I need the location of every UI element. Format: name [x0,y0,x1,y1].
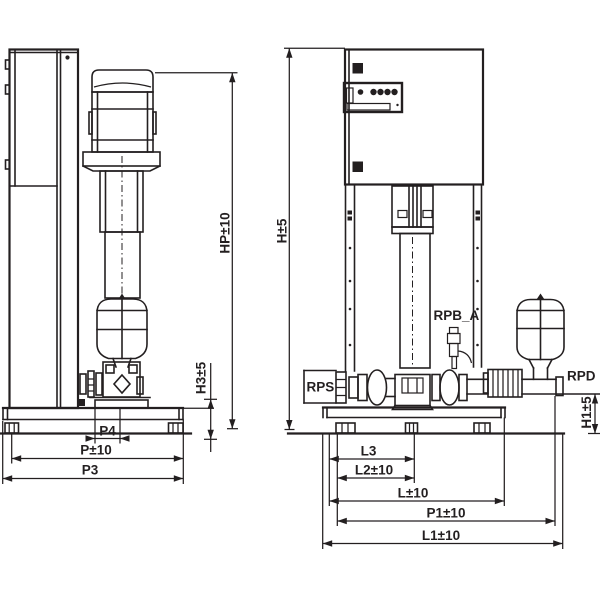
hinge [352,161,363,172]
button [391,88,398,96]
control-display-panel [342,81,404,114]
flange [458,373,468,402]
pump-column-front [399,232,431,369]
pump-front [391,185,434,369]
lock-knob [65,55,70,60]
right-view: RPS RPB_A RPD H1±5 L3 L2±10 L [286,48,600,549]
suction-stub [79,373,87,395]
control-cabinet-front [342,48,485,186]
dimensions-left: HP±10 H±5 H3±5 P4 P±10 [2,47,345,484]
port-label-rpd: RPD [567,369,596,384]
left-view: HP±10 H±5 H3±5 P4 P±10 [0,47,345,484]
pressure-sensor [446,326,473,370]
hinge [4,84,11,95]
dim-label-hp: HP±10 [218,212,233,253]
membrane-vessel-front [516,293,565,381]
dim-label-p4: P4 [99,424,116,439]
port-labels: RPS RPB_A RPD [305,308,596,395]
hinge [352,63,363,74]
button [384,88,391,96]
frame-columns [344,183,483,372]
port-label-rpb-a: RPB_A [434,308,480,323]
dim-label-p3: P3 [82,463,99,478]
dim-label-l2: L2±10 [355,463,393,478]
display-window [346,102,391,111]
hinge [4,159,11,170]
dim-label-h1: H1±5 [579,396,594,429]
dim-label-p: P±10 [80,443,111,458]
discharge-end-flange [555,376,564,397]
indicator-led [357,89,364,95]
pump-side [81,69,162,299]
air-valve [536,293,545,300]
dim-label-l3: L3 [361,444,377,459]
base-frame-front [286,406,566,435]
motor-fan-cover [91,69,154,93]
dim-label-h: H±5 [275,218,290,243]
port-label-rps: RPS [307,380,335,395]
dim-label-l1: L1±10 [422,528,460,543]
dimensions-right: H1±5 L3 L2±10 L±10 P1±10 L1±10 [322,394,600,549]
manifold [303,293,600,411]
dim-label-h3: H3±5 [194,361,209,394]
shutoff-valve [366,369,388,406]
dim-label-l: L±10 [398,486,429,501]
button [377,88,384,96]
button [370,88,377,96]
cabinet-foot [77,399,85,406]
pump-casing [394,373,431,407]
dim-label-p1: P1±10 [427,506,466,521]
hinge [4,59,11,70]
